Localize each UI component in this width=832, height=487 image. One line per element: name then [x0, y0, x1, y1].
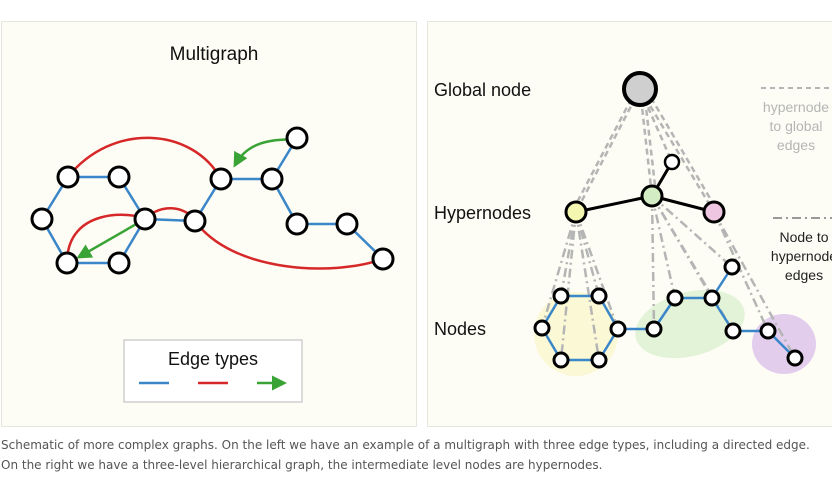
node [703, 289, 721, 307]
hierarchical-graph-panel: Global node Hypernodes Nodes [427, 21, 832, 427]
node [209, 167, 233, 191]
multigraph-nodes [30, 126, 395, 275]
figure-caption: Schematic of more complex graphs. On the… [1, 438, 810, 472]
node-to-hypernode-edges [540, 195, 797, 361]
legend-title: Edge types [168, 349, 258, 369]
legend-2-line-3: edges [785, 267, 823, 283]
node [723, 258, 741, 276]
node [609, 320, 627, 338]
global-node [622, 71, 658, 107]
hypernode-child [663, 153, 681, 171]
node [285, 126, 309, 150]
multigraph-title: Multigraph [170, 44, 259, 65]
group-purple-blob [752, 314, 816, 374]
edge-types-legend: Edge types [123, 339, 303, 403]
green-edges [76, 136, 298, 259]
node [107, 251, 131, 275]
hypernode-yellow [564, 200, 588, 224]
node [724, 322, 742, 340]
multigraph-panel: Multigraph [1, 21, 417, 427]
node [55, 251, 79, 275]
node [285, 212, 309, 236]
hypernode-green [640, 184, 664, 208]
node [590, 287, 608, 305]
hypernode-pink [702, 200, 726, 224]
node [552, 351, 570, 369]
hypernode-to-global-edges [570, 88, 720, 213]
row-label-nodes: Nodes [434, 319, 486, 339]
node [786, 349, 804, 367]
node [56, 165, 80, 189]
multigraph-diagram: Multigraph [30, 44, 395, 403]
node [645, 320, 663, 338]
node [133, 207, 157, 231]
legend-2-line-2: hypernode [771, 248, 832, 264]
legend-2-line-1: Node to [779, 229, 828, 245]
node [371, 247, 395, 271]
blue-edges [40, 137, 384, 265]
row-label-global: Global node [434, 80, 531, 100]
node [183, 209, 207, 233]
red-edges [65, 136, 384, 270]
node [335, 212, 359, 236]
node [30, 207, 54, 231]
node-to-hypernode-legend: Node to hypernode edges [771, 217, 832, 283]
node [666, 289, 684, 307]
legend-1-line-2: to global [770, 118, 823, 134]
hierarchical-graph-diagram: Global node Hypernodes Nodes [434, 71, 832, 376]
hypernode-to-global-legend: hypernode to global edges [761, 87, 832, 153]
node [552, 287, 570, 305]
node [533, 319, 551, 337]
hierarchical-nodes [533, 258, 804, 369]
node [260, 167, 284, 191]
node [590, 351, 608, 369]
legend-1-line-3: edges [777, 137, 815, 153]
legend-1-line-1: hypernode [763, 99, 829, 115]
node [759, 322, 777, 340]
row-label-hypernodes: Hypernodes [434, 203, 531, 223]
node [107, 165, 131, 189]
